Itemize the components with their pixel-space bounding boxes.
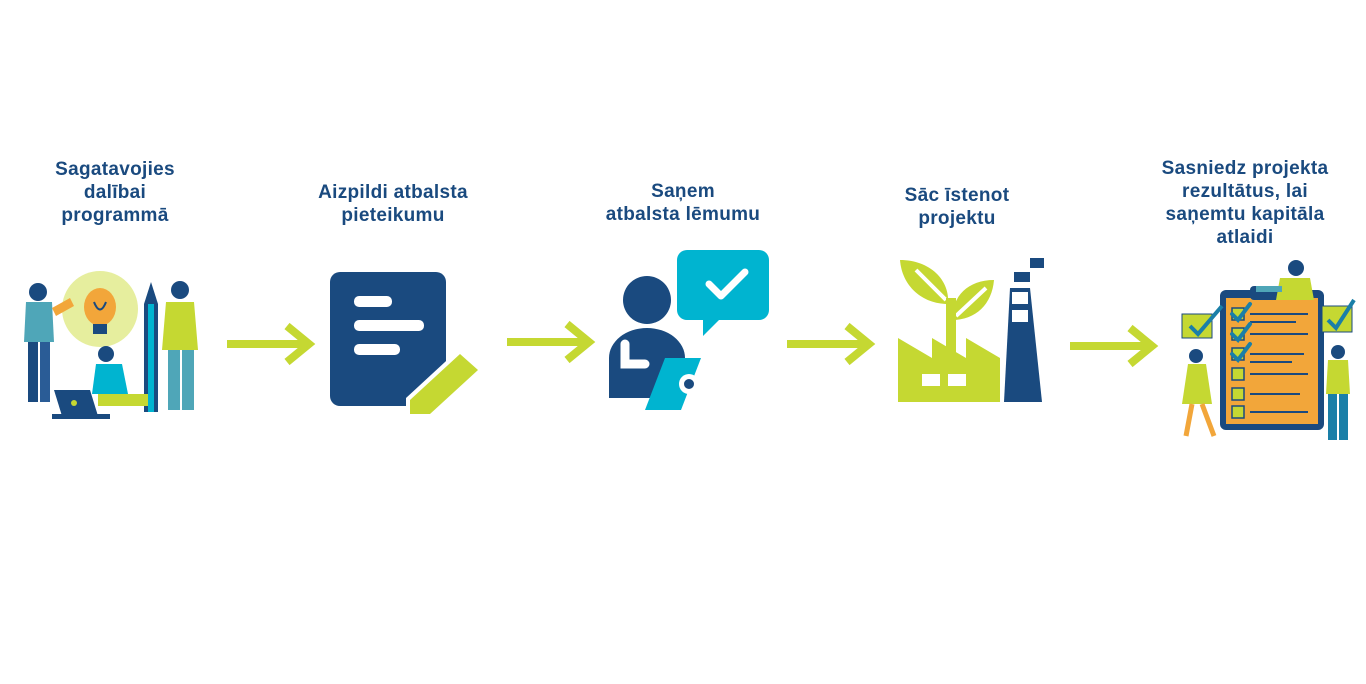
step-1-title-line-2: dalībai [83, 182, 147, 203]
step-5-title: Sasniedz projekta rezultātus, lai saņemt… [1142, 157, 1348, 249]
step-2-title-line-2: pieteikumu [341, 205, 445, 226]
document-pencil-icon [330, 272, 482, 418]
step-4-title-line-1: Sāc īstenot [904, 185, 1010, 206]
step-5-title-line-2: rezultātus, lai [1182, 181, 1308, 202]
step-5-title-line-4: atlaidi [1216, 227, 1274, 248]
arrow-4-icon [1070, 324, 1159, 368]
people-lightbulb-laptop-icon [24, 271, 198, 419]
step-4-title: Sāc īstenot projektu [877, 184, 1037, 230]
step-4-title-line-2: projektu [918, 208, 996, 229]
arrow-1-icon [227, 322, 316, 366]
arrow-2-icon [507, 320, 596, 364]
step-3-title-line-2: atbalsta lēmumu [605, 204, 761, 225]
step-5-title-line-1: Sasniedz projekta [1161, 158, 1329, 179]
people-checklist-clipboard-icon [1181, 260, 1356, 440]
step-3-title: Saņem atbalsta lēmumu [583, 180, 783, 226]
step-1-title: Sagatavojies dalībai programmā [25, 158, 205, 227]
step-1-title-line-3: programmā [61, 205, 169, 226]
step-2-title: Aizpildi atbalsta pieteikumu [293, 181, 493, 227]
step-1-title-line-1: Sagatavojies [55, 159, 175, 180]
arrow-3-icon [787, 322, 876, 366]
step-2-title-line-1: Aizpildi atbalsta [318, 182, 468, 203]
step-3-title-line-1: Saņem [651, 181, 715, 202]
person-approval-chat-icon [609, 250, 769, 410]
plant-factory-icon [898, 258, 1044, 402]
step-5-title-line-3: saņemtu kapitāla [1165, 204, 1325, 225]
